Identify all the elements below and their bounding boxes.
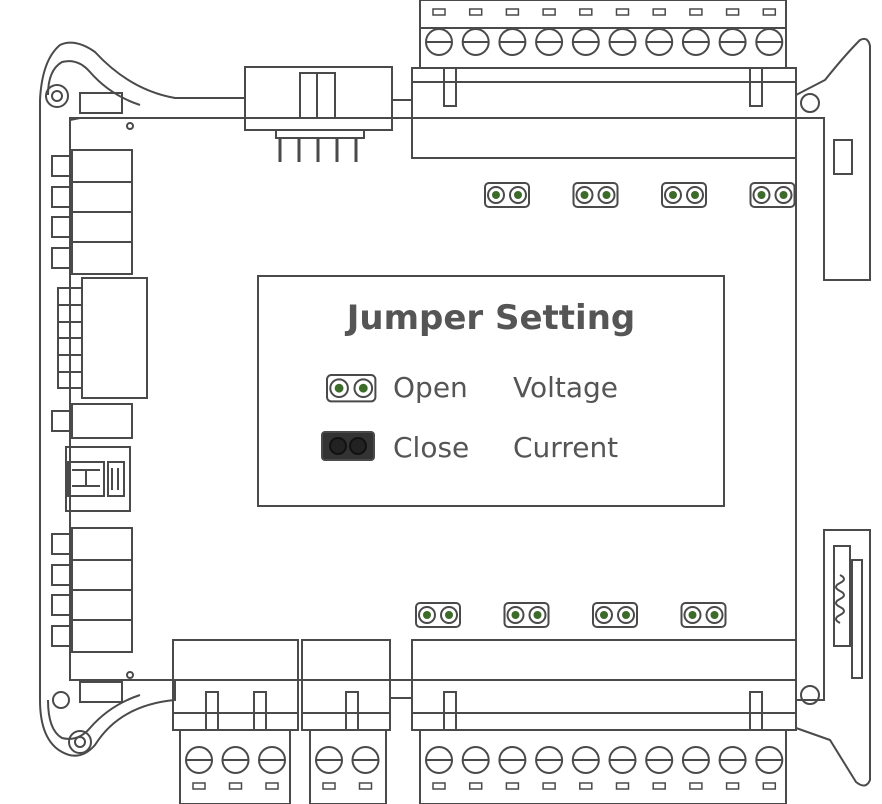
jumper-pins: [326, 374, 377, 403]
terminal-screw: [718, 8, 747, 56]
left-connectors: [51, 149, 148, 653]
spring-icon: [835, 574, 845, 624]
terminal-screw: [755, 746, 784, 790]
jumper-pins: [661, 182, 707, 208]
terminal-screw: [425, 8, 453, 56]
terminal-screw: [718, 746, 747, 790]
terminal-block-bottom-left: [172, 639, 299, 804]
jumper-open-icon: [326, 374, 377, 403]
jumper-closed-icon: [321, 431, 375, 461]
terminal-screw: [185, 746, 213, 790]
terminal-screw: [608, 746, 637, 790]
terminal-block-top: [411, 0, 797, 159]
terminal-screw: [608, 8, 637, 56]
jumper-pins: [484, 182, 530, 208]
terminal-screw: [315, 746, 343, 790]
terminal-screw: [681, 746, 710, 790]
single-led: [51, 403, 133, 439]
right-housing: [795, 37, 871, 787]
jumper-pins: [503, 602, 550, 628]
terminal-screw: [571, 8, 600, 56]
legend-title: Jumper Setting: [346, 298, 636, 338]
status-window: [833, 139, 853, 175]
terminal-screw: [681, 8, 710, 56]
terminal-screw: [498, 746, 527, 790]
jumper-row-top: [484, 182, 796, 208]
terminal-block-bottom-mid: [301, 639, 391, 804]
mounting-hole: [45, 84, 69, 108]
usb-port: [65, 446, 131, 512]
led-group-top: [51, 149, 133, 275]
terminal-screw: [535, 746, 564, 790]
legend-current-label: Current: [513, 431, 619, 464]
ribbon-header: [126, 66, 412, 679]
jumper-pins: [680, 602, 727, 628]
led-group-bottom: [51, 527, 133, 653]
terminal-block-bottom-right: [411, 639, 797, 804]
terminal-screw: [645, 746, 674, 790]
side-connector: [57, 277, 148, 399]
jumper-row-bottom: [415, 602, 727, 628]
terminal-screw: [461, 8, 490, 56]
jumper-pins: [415, 602, 461, 628]
jumper-pins: [592, 602, 638, 628]
terminal-screw: [351, 746, 380, 790]
left-housing: [39, 41, 246, 757]
terminal-screw: [498, 8, 527, 56]
terminal-screw: [755, 8, 784, 56]
terminal-screw: [221, 746, 250, 790]
terminal-screw: [535, 8, 564, 56]
terminal-screw: [258, 746, 286, 790]
pcb-board: [69, 117, 797, 681]
terminal-screw: [571, 746, 600, 790]
terminal-screw: [461, 746, 490, 790]
mounting-hole: [68, 730, 92, 754]
legend-open-label: Open: [393, 371, 468, 404]
terminal-screw: [425, 746, 453, 790]
legend-voltage-label: Voltage: [513, 371, 619, 404]
terminal-screw: [645, 8, 674, 56]
jumper-pins: [572, 182, 619, 208]
legend-close-label: Close: [393, 431, 470, 464]
jumper-pins: [749, 182, 796, 208]
